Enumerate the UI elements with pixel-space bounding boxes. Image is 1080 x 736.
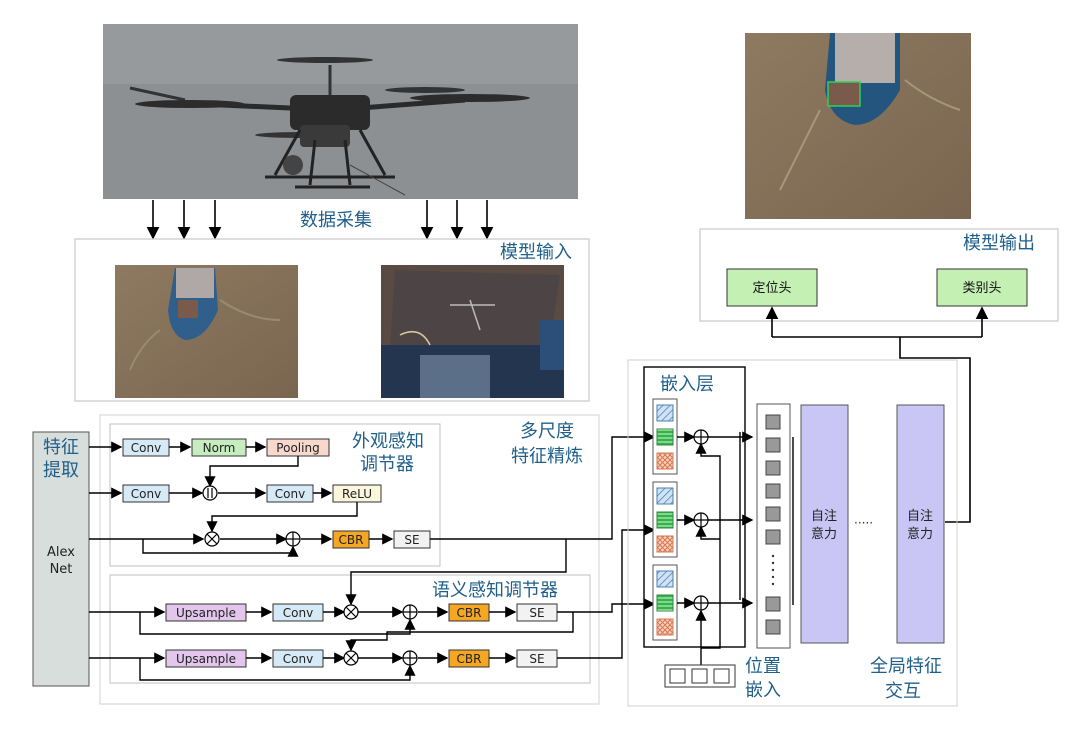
token-squares (765, 414, 781, 635)
appearance-connectors (89, 431, 656, 557)
feature-extract-label-1: 特征 (43, 437, 79, 458)
output-photo (745, 33, 971, 219)
self-attention-1-label-1: 自注 (811, 509, 837, 524)
global-interaction-label-1: 全局特征 (870, 656, 942, 677)
global-interaction-label-2: 交互 (885, 681, 921, 702)
class-head-label: 类别头 (962, 281, 1001, 296)
appearance-label-2: 调节器 (360, 454, 414, 475)
se-block-s1-label: SE (529, 606, 544, 620)
class-head-box (936, 268, 1028, 307)
semantic-connectors (89, 524, 656, 681)
output-connectors (765, 306, 989, 523)
self-attention-1 (800, 404, 849, 644)
multiscale-label-1: 多尺度 (520, 421, 574, 442)
model-input-label: 模型输入 (500, 242, 572, 263)
norm-block-label: Norm (203, 441, 236, 455)
data-collection-label: 数据采集 (300, 210, 372, 231)
feature-extract-label-2: 提取 (43, 460, 79, 481)
pos-embed-label-1: 位置 (745, 656, 781, 677)
alexnet-label-1: Alex (47, 545, 75, 560)
model-output-box (699, 228, 1059, 322)
drone-photo (103, 24, 578, 199)
self-attention-1-label-2: 意力 (811, 526, 837, 542)
alexnet-box (32, 431, 90, 687)
embed-layer-box (643, 366, 746, 648)
embed-token-groups (652, 398, 678, 641)
pos-token-3 (713, 668, 730, 684)
model-output-label: 模型输出 (963, 233, 1035, 254)
embed-connectors (677, 431, 794, 672)
attention-dots: ····· (854, 516, 873, 530)
conv-block-s1-label: Conv (283, 606, 313, 620)
cbr-block-s1-label: CBR (457, 606, 482, 620)
cbr-block-a-label: CBR (339, 533, 364, 547)
conv-block-a3-label: Conv (275, 487, 305, 501)
conv-block-a2-label: Conv (131, 487, 161, 501)
pos-token-1 (669, 668, 686, 684)
se-block-s2-label: SE (529, 652, 544, 666)
upsample-block-1-label: Upsample (176, 606, 236, 620)
semantic-ops (343, 604, 418, 666)
multiscale-region (99, 414, 600, 705)
collection-arrows (146, 200, 494, 240)
self-attention-2-label-1: 自注 (907, 509, 933, 524)
cbr-block-s2-label: CBR (457, 652, 482, 666)
semantic-module-box (109, 574, 591, 684)
conv-block-s2-label: Conv (283, 652, 313, 666)
input-image-ship (115, 265, 298, 398)
appearance-module-box (109, 423, 441, 567)
semantic-label: 语义感知调节器 (432, 580, 558, 601)
transformer-region (627, 359, 958, 707)
locate-head-box (726, 268, 818, 307)
embed-add-ops (693, 429, 709, 611)
pos-token-2 (691, 668, 708, 684)
conv-block-a1-label: Conv (131, 441, 161, 455)
se-block-a-label: SE (404, 533, 419, 547)
upsample-block-2-label: Upsample (176, 652, 236, 666)
self-attention-2 (896, 404, 945, 644)
model-input-box (74, 238, 590, 402)
appearance-label-1: 外观感知 (352, 431, 424, 452)
input-image-deck (381, 265, 564, 398)
embed-layer-label: 嵌入层 (660, 374, 714, 395)
relu-block-label: ReLU (342, 487, 372, 501)
token-ellipsis (771, 554, 775, 586)
locate-head-label: 定位头 (752, 281, 791, 296)
alexnet-label-2: Net (50, 562, 73, 577)
concat-op (202, 485, 218, 501)
self-attention-2-label-2: 意力 (907, 526, 933, 542)
pooling-block-label: Pooling (276, 441, 319, 455)
pos-embed-label-2: 嵌入 (745, 680, 781, 701)
multiscale-label-2: 特征精炼 (511, 446, 583, 467)
appearance-ops (202, 485, 301, 547)
